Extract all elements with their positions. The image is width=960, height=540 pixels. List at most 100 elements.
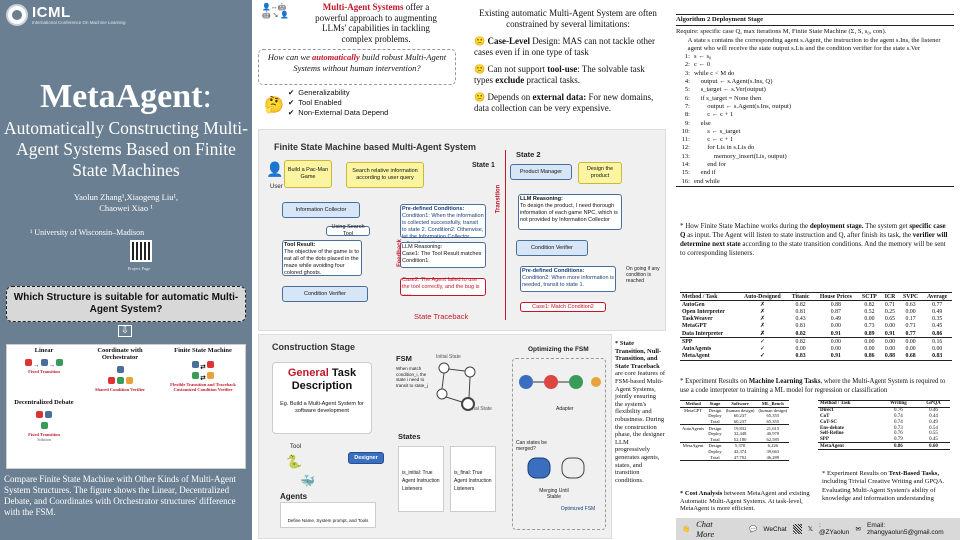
table-cell: ✗ <box>759 323 765 330</box>
table-cell: MetaGPT <box>684 407 703 413</box>
table-cell: CoT-SC <box>820 419 838 425</box>
line-text: for Lis in s.Lis do <box>694 144 755 152</box>
docker-icon: 🐳 <box>300 474 315 488</box>
line-text: output ← s.Agent(s.Ins, output) <box>694 102 792 110</box>
decentralized-label: Decentralized Debate <box>14 399 74 406</box>
table-cell: 0.79 <box>894 437 903 443</box>
table-header: GPQA <box>917 400 950 408</box>
product-manager-box: Product Manager <box>510 164 572 180</box>
algorithm-title: Algorithm 2 Deployment Stage <box>676 14 954 27</box>
line-text: end if <box>694 169 716 177</box>
table-cell: 0.00 <box>880 337 899 346</box>
state1-label: State 1 <box>472 162 495 169</box>
qr-code-icon[interactable] <box>130 240 152 262</box>
fsm-panel-label: Finite State Machine <box>174 347 232 354</box>
table-cell: 0.73 <box>894 425 903 431</box>
line-number: 10: <box>681 127 690 135</box>
llm-reasoning-box: LLM Reasoning:Case1: The Tool Result mat… <box>400 242 486 268</box>
algorithm-line: 10: s ← s_target <box>676 128 954 136</box>
llm-reasoning-label: LLM Reasoning: <box>402 244 443 250</box>
line-number <box>676 37 684 54</box>
ml-caption: * Experiment Results on Machine Learning… <box>680 378 952 395</box>
table-cell: 0.81 <box>795 308 806 315</box>
limitation-item: 🙁 Depends on external data: For new doma… <box>474 92 662 114</box>
footer-bar: 👋 Chat More 💬WeChat 𝕏: @ZYaolun ✉Email: … <box>676 518 960 540</box>
algorithm-line: 4: output ← s.Agent(s.Ins, Q) <box>676 78 954 86</box>
optimizing-label: Optimizing the FSM <box>528 346 589 353</box>
final-state-label: Final State <box>468 406 492 412</box>
table-cell: 0.00 <box>795 345 806 352</box>
logo-subtext: International Conference On Machine Lear… <box>32 20 126 25</box>
text-caption: * Experiment Results on Text-Based Tasks… <box>822 470 954 503</box>
table-cell: 0.45 <box>929 437 938 443</box>
algorithm-line: 15: end if <box>676 169 954 177</box>
line-number: 16: <box>681 177 690 185</box>
table-cell: 32,448 <box>733 431 747 437</box>
fsm-figure-title: Finite State Machine based Multi-Agent S… <box>274 142 477 152</box>
fsm-panel: Finite State Machine ⇄⇄ Flexible Transit… <box>161 347 245 392</box>
line-number: 8: <box>684 111 690 119</box>
algorithm-line: 3:while c < M do <box>676 70 954 78</box>
merging-label: Merging Until Stable <box>539 488 569 500</box>
table-cell: Total <box>710 436 720 442</box>
table-cell: 0.25 <box>884 308 896 315</box>
table-cell <box>680 454 706 460</box>
line-number: 4: <box>684 78 690 86</box>
email-link[interactable]: Email: zhangyaolun5@gmail.com <box>867 522 944 536</box>
table-cell: 0.00 <box>864 316 875 323</box>
table-cell: Open Interpreter <box>682 308 725 315</box>
x-handle[interactable]: : @ZYaolun <box>818 522 850 536</box>
table-cell: ✓ <box>737 352 788 361</box>
algorithm-require: Require: specific case Q, max iterations… <box>676 28 887 36</box>
table-cell: Ens-debate <box>820 425 844 431</box>
wechat-label[interactable]: WeChat <box>763 525 787 533</box>
check-icon: ✔ <box>288 98 295 107</box>
task-description-card: General Task Description Eg. Build a Mul… <box>272 362 372 434</box>
line-number: 2: <box>684 61 690 69</box>
poster-title: MetaAgent: Automatically Constructing Mu… <box>4 78 248 181</box>
using-tool-box: Using Search Tool <box>326 224 370 237</box>
authors-line2: Chaowei Xiao ¹ <box>99 203 153 213</box>
table-header: House Prices <box>813 291 858 302</box>
table-cell: 65,355 <box>766 413 780 419</box>
table-cell: 0.76 <box>894 431 903 437</box>
limitations-heading: Existing automatic Multi-Agent System ar… <box>479 8 657 29</box>
table-cell: 0.49 <box>830 316 841 323</box>
table-cell: 40,970 <box>766 431 780 437</box>
table-cell: 21,615 <box>766 425 780 431</box>
table-cell: ✗ <box>759 301 765 308</box>
table-header: SCTP <box>857 291 881 302</box>
algo-caption-1: * How Finite State Machine works during … <box>680 222 810 230</box>
check-icon: ✔ <box>288 88 295 97</box>
linear-label: Linear <box>34 347 54 354</box>
predefined2-label: Pre-defined Conditions: <box>522 268 585 274</box>
table-cell: TaskWeaver <box>682 316 713 323</box>
table-cell: 0.00 <box>905 345 916 352</box>
optimizing-panel <box>512 358 606 530</box>
intro-text: Multi-Agent Systems offer a powerful app… <box>306 2 446 44</box>
user-label: User <box>270 184 283 190</box>
table-cell: 0.00 <box>932 345 943 352</box>
algorithm-line: 13: memory_insert(Lis, output) <box>676 153 954 161</box>
table-header: Writing <box>879 400 918 408</box>
title-main: MetaAgent <box>40 78 203 115</box>
table-cell: Direct <box>820 408 834 414</box>
table-cell: SPP <box>820 437 829 443</box>
sad-face-icon: 🙁 <box>474 64 488 74</box>
table-cell: ✗ <box>759 308 765 315</box>
check-item: ✔Non-External Data Depend <box>262 108 388 118</box>
table-cell: 0.00 <box>905 308 916 315</box>
table-cell: AutoAgents <box>682 425 705 431</box>
fsm-chain-icon <box>519 375 601 389</box>
coordinate-sublabel: Shared Condition Verifier <box>95 387 145 392</box>
affiliation: ¹ University of Wisconsin–Madison <box>30 228 145 237</box>
title-subtitle: Automatically Constructing Multi-Agent S… <box>4 118 249 180</box>
